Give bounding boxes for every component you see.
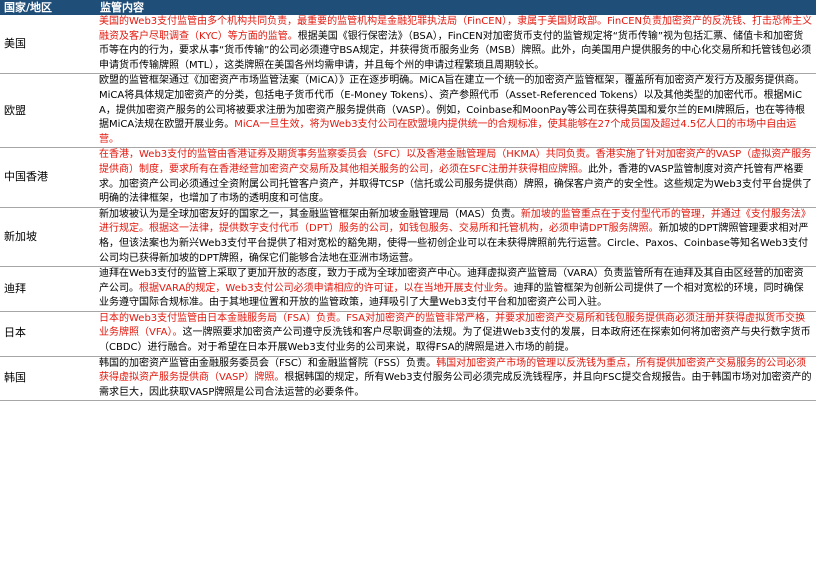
content-cell: 韩国的加密资产监管由金融服务委员会（FSC）和金融监督院（FSS）负责。韩国对加… (96, 356, 816, 402)
highlighted-text: 韩国对加密资产市场的管理以反洗钱为重点，所有提供加密资产交易服务的公司必须获得虚… (99, 357, 807, 384)
content-text: 迪拜在Web3支付的监管上采取了更加开放的态度，致力于成为全球加密资产中心。迪拜… (99, 268, 804, 294)
table-row: 新加坡新加坡被认为是全球加密友好的国家之一，其金融监管框架由新加坡金融管理局（M… (0, 207, 816, 268)
regulation-table: 国家/地区 监管内容 美国美国的Web3支付监管由多个机构共同负责，最重要的监管… (0, 0, 816, 402)
content-text: 新加坡被认为是全球加密友好的国家之一，其金融监管框架由新加坡金融管理局（MAS）… (99, 208, 521, 220)
region-cell: 韩国 (0, 356, 96, 402)
content-cell: 在香港，Web3支付的监管由香港证券及期货事务监察委员会（SFC）以及香港金融管… (96, 147, 816, 208)
highlighted-text: 新加坡的监管重点在于支付型代币的管理，并通过《支付服务法》进行规定。根据这一法律… (99, 208, 811, 235)
highlighted-text: 美国的Web3支付监管由多个机构共同负责，最重要的监管机构是金融犯罪执法局（Fi… (99, 16, 813, 42)
content-text: 根据美国《银行保密法》（BSA），FinCEN对加密货币支付的监管规定将“货币传… (99, 30, 812, 71)
region-cell: 迪拜 (0, 266, 96, 312)
region-cell: 新加坡 (0, 207, 96, 268)
highlighted-text: 日本的Web3支付监管由日本金融服务局（FSA）负责。FSA对加密资产的监管非常… (99, 312, 806, 339)
content-text: 新加坡的DPT牌照管理要求相对严格，但该法案也为新兴Web3支付平台提供了相对宽… (99, 223, 809, 264)
content-cell: 迪拜在Web3支付的监管上采取了更加开放的态度，致力于成为全球加密资产中心。迪拜… (96, 266, 816, 312)
table-row: 中国香港在香港，Web3支付的监管由香港证券及期货事务监察委员会（SFC）以及香… (0, 147, 816, 208)
content-text: 这一牌照要求加密资产公司遵守反洗钱和客户尽职调查的法规。为了促进Web3支付的发… (99, 327, 811, 354)
table-row: 美国美国的Web3支付监管由多个机构共同负责，最重要的监管机构是金融犯罪执法局（… (0, 15, 816, 75)
header-content: 监管内容 (96, 0, 816, 15)
table-body: 美国美国的Web3支付监管由多个机构共同负责，最重要的监管机构是金融犯罪执法局（… (0, 15, 816, 402)
region-cell: 美国 (0, 15, 96, 75)
table-row: 迪拜迪拜在Web3支付的监管上采取了更加开放的态度，致力于成为全球加密资产中心。… (0, 266, 816, 312)
table-row: 韩国韩国的加密资产监管由金融服务委员会（FSC）和金融监督院（FSS）负责。韩国… (0, 356, 816, 402)
content-cell: 欧盟的监管框架通过《加密资产市场监管法案（MiCA）》正在逐步明确。MiCA旨在… (96, 73, 816, 149)
content-text: 韩国的加密资产监管由金融服务委员会（FSC）和金融监督院（FSS）负责。 (99, 357, 437, 369)
table-row: 日本日本的Web3支付监管由日本金融服务局（FSA）负责。FSA对加密资产的监管… (0, 311, 816, 357)
region-cell: 欧盟 (0, 73, 96, 149)
highlighted-text: 在香港，Web3支付的监管由香港证券及期货事务监察委员会（SFC）以及香港金融管… (99, 149, 812, 175)
region-cell: 日本 (0, 311, 96, 357)
table-row: 欧盟欧盟的监管框架通过《加密资产市场监管法案（MiCA）》正在逐步明确。MiCA… (0, 73, 816, 149)
table-header-row: 国家/地区 监管内容 (0, 0, 816, 15)
header-region: 国家/地区 (0, 0, 96, 15)
highlighted-text: MiCA一旦生效，将为Web3支付公司在欧盟境内提供统一的合规标准，使其能够在2… (99, 119, 797, 145)
content-text: 欧盟的监管框架通过《加密资产市场监管法案（MiCA）》正在逐步明确。MiCA旨在… (99, 75, 806, 131)
content-text: 根据韩国的规定，所有Web3支付服务公司必须完成反洗钱程序，并且向FSC提交合规… (99, 372, 812, 398)
highlighted-text: 根据VARA的规定，Web3支付公司必须申请相应的许可证，以在当地开展支付业务。 (139, 282, 514, 294)
region-cell: 中国香港 (0, 147, 96, 208)
content-cell: 新加坡被认为是全球加密友好的国家之一，其金融监管框架由新加坡金融管理局（MAS）… (96, 207, 816, 268)
content-cell: 日本的Web3支付监管由日本金融服务局（FSA）负责。FSA对加密资产的监管非常… (96, 311, 816, 357)
content-cell: 美国的Web3支付监管由多个机构共同负责，最重要的监管机构是金融犯罪执法局（Fi… (96, 15, 816, 75)
content-text: 迪拜的监管框架为创新公司提供了一个相对宽松的环境，同时确保业务遵守国际合规标准。… (99, 282, 804, 309)
content-text: 此外，香港的VASP监管制度对资产托管有严格要求。加密资产公司必须通过全资附属公… (99, 163, 813, 205)
